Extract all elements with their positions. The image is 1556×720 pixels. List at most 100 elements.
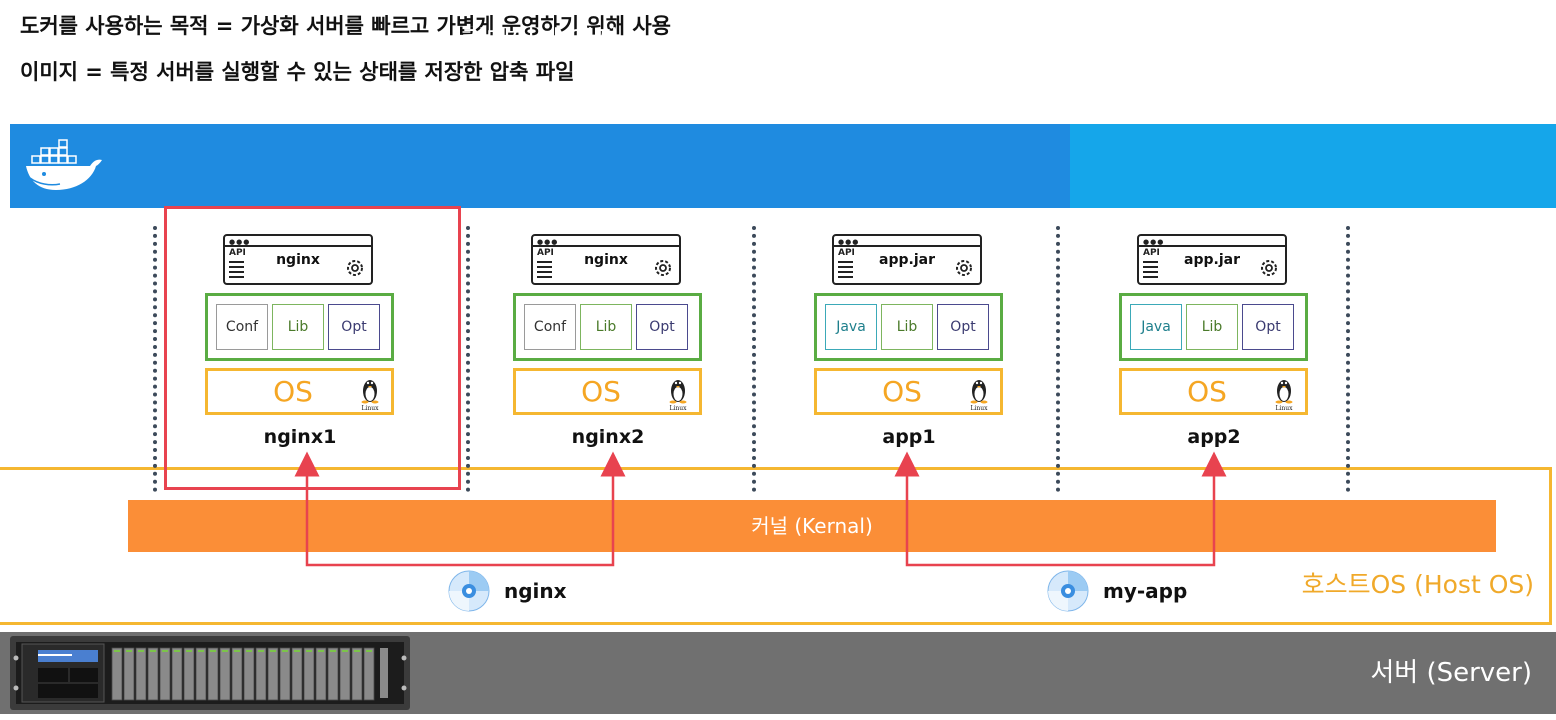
gear-icon bbox=[956, 260, 972, 276]
window-dots: ●●● bbox=[537, 238, 559, 246]
drive-bay bbox=[279, 647, 291, 701]
api-name: app.jar bbox=[879, 252, 935, 268]
container-separator bbox=[1346, 226, 1350, 492]
drive-led bbox=[138, 650, 144, 652]
library-layer: Conf Lib Opt bbox=[513, 293, 702, 361]
drive-led bbox=[282, 650, 288, 652]
container-app1: ●●● API app.jar Java Lib Opt OS Linux ap… bbox=[814, 234, 1004, 464]
host-os-label: 호스트OS (Host OS) bbox=[1301, 570, 1534, 599]
api-panel: ●●● API nginx bbox=[223, 234, 373, 285]
host-os-frame bbox=[0, 467, 1552, 625]
drive-bay bbox=[315, 647, 327, 701]
container-runtime-label: 컨테이너런타임 bbox=[1226, 26, 1400, 57]
container-name: nginx2 bbox=[571, 426, 645, 448]
container-runtime-bar bbox=[1070, 124, 1556, 208]
window-dots: ●●● bbox=[229, 238, 251, 246]
svg-text:Linux: Linux bbox=[361, 405, 379, 412]
drive-bay bbox=[351, 647, 363, 701]
drive-led bbox=[306, 650, 312, 652]
container-highlight bbox=[164, 206, 461, 490]
drive-bay bbox=[291, 647, 303, 701]
drive-led bbox=[258, 650, 264, 652]
window-titlebar bbox=[834, 245, 980, 247]
text-lines-icon bbox=[1143, 261, 1158, 279]
container-separator bbox=[466, 226, 470, 492]
layer-conf: Conf bbox=[216, 304, 268, 350]
os-layer: OS Linux bbox=[513, 368, 702, 415]
library-layer: Conf Lib Opt bbox=[205, 293, 394, 361]
container-separator bbox=[752, 226, 756, 492]
drive-bay bbox=[207, 647, 219, 701]
drive-bay bbox=[111, 647, 123, 701]
drive-led bbox=[222, 650, 228, 652]
drive-led bbox=[366, 650, 372, 652]
drive-led bbox=[114, 650, 120, 652]
drive-bay bbox=[159, 647, 171, 701]
api-tag: API bbox=[537, 248, 554, 258]
text-lines-icon bbox=[838, 261, 853, 279]
os-label: OS bbox=[581, 375, 621, 408]
gear-icon bbox=[655, 260, 671, 276]
os-layer: OS Linux bbox=[1119, 368, 1308, 415]
linux-penguin-icon: Linux bbox=[669, 380, 687, 412]
os-label: OS bbox=[273, 375, 313, 408]
arrow-myapp-to-app2 bbox=[1060, 451, 1227, 567]
drive-led bbox=[330, 650, 336, 652]
container-engine-label: 컨테이너 엔진 bbox=[461, 26, 619, 57]
layer-opt: Opt bbox=[636, 304, 688, 350]
linux-penguin-icon: Linux bbox=[970, 380, 988, 412]
drive-led bbox=[342, 650, 348, 652]
drive-bay bbox=[267, 647, 279, 701]
window-titlebar bbox=[533, 245, 679, 247]
drive-led bbox=[198, 650, 204, 652]
layer-java: Java bbox=[825, 304, 877, 350]
drive-led bbox=[174, 650, 180, 652]
text-lines-icon bbox=[537, 261, 552, 279]
drive-bay bbox=[327, 647, 339, 701]
window-dots: ●●● bbox=[1143, 238, 1165, 246]
drive-led bbox=[318, 650, 324, 652]
drive-led bbox=[246, 650, 252, 652]
kernel-bar bbox=[128, 500, 1496, 552]
layer-lib: Lib bbox=[881, 304, 933, 350]
api-panel: ●●● API app.jar bbox=[1137, 234, 1287, 285]
drive-led bbox=[234, 650, 240, 652]
drive-bay bbox=[303, 647, 315, 701]
api-panel: ●●● API app.jar bbox=[832, 234, 982, 285]
arrow-nginx-to-nginx2 bbox=[460, 451, 626, 567]
drive-bay bbox=[183, 647, 195, 701]
drive-bay bbox=[123, 647, 135, 701]
drive-bay bbox=[243, 647, 255, 701]
layer-opt: Opt bbox=[1242, 304, 1294, 350]
api-name: nginx bbox=[584, 252, 628, 268]
server-label: 서버 (Server) bbox=[1370, 658, 1532, 688]
gear-icon bbox=[1261, 260, 1277, 276]
layer-conf: Conf bbox=[524, 304, 576, 350]
drive-bay bbox=[219, 647, 231, 701]
library-layer: Java Lib Opt bbox=[1119, 293, 1308, 361]
container-name: app2 bbox=[1187, 426, 1241, 448]
os-label: OS bbox=[1187, 375, 1227, 408]
drive-led bbox=[210, 650, 216, 652]
library-layer: Java Lib Opt bbox=[814, 293, 1003, 361]
api-tag: API bbox=[838, 248, 855, 258]
drive-led bbox=[126, 650, 132, 652]
disc-icon bbox=[1047, 570, 1089, 612]
image-label: my-app bbox=[1103, 579, 1188, 603]
text-lines-icon bbox=[229, 261, 244, 279]
container-separator bbox=[153, 226, 157, 492]
window-titlebar bbox=[225, 245, 371, 247]
os-layer: OS Linux bbox=[814, 368, 1003, 415]
drive-bay bbox=[147, 647, 159, 701]
gear-icon bbox=[347, 260, 363, 276]
api-tag: API bbox=[229, 248, 246, 258]
container-nginx1: ●●● API nginx Conf Lib Opt OS Linux ngin… bbox=[205, 234, 395, 464]
kernel-label: 커널 (Kernal) bbox=[751, 514, 873, 538]
layer-java: Java bbox=[1130, 304, 1182, 350]
drive-bay bbox=[255, 647, 267, 701]
purpose-heading: 도커를 사용하는 목적 = 가상화 서버를 빠르고 가볍게 운영하기 위해 사용 bbox=[20, 14, 671, 38]
layer-opt: Opt bbox=[937, 304, 989, 350]
container-engine-bar bbox=[10, 124, 1070, 208]
drive-led bbox=[150, 650, 156, 652]
disc-icon bbox=[448, 570, 490, 612]
